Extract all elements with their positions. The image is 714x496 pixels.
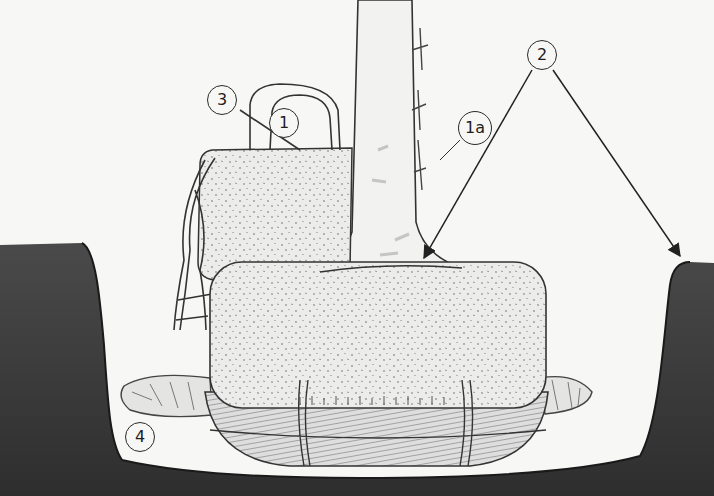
callout-circle: 4: [125, 422, 155, 452]
callout-circle: 2: [527, 40, 557, 70]
soil: [0, 243, 714, 496]
callout-number: 1a: [465, 120, 485, 136]
callout-number: 1: [279, 115, 289, 131]
burlap: [121, 375, 212, 416]
root-ball-section: [198, 148, 352, 280]
twine: [210, 380, 546, 466]
callout-circle: 1: [269, 108, 299, 138]
callout-number: 4: [135, 429, 145, 445]
leader-line: [424, 70, 532, 258]
callout-number: 2: [537, 47, 547, 63]
callout-circle: 1a: [458, 111, 492, 145]
root-ball: [210, 262, 546, 408]
leader-line: [553, 70, 680, 256]
callout-circle: 3: [207, 85, 237, 115]
callout-number: 3: [217, 92, 227, 108]
